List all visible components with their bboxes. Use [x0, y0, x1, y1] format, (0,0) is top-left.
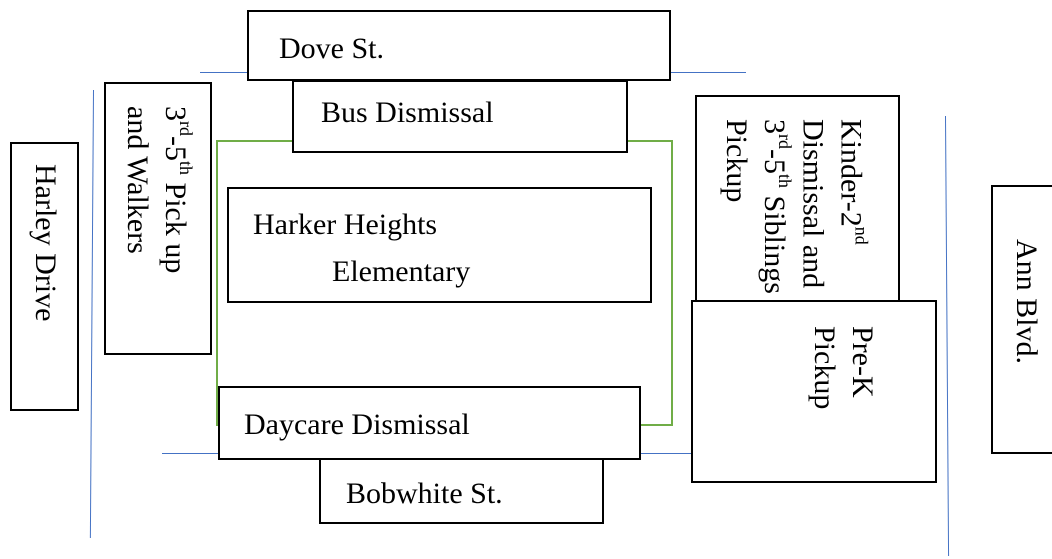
bobwhite-street-label: Bobwhite St. [346, 477, 503, 510]
dove-street-label: Dove St. [279, 32, 384, 65]
bus-dismissal-box: Bus Dismissal [292, 80, 628, 153]
ann-blvd-label-box: Ann Blvd. [991, 185, 1052, 454]
ann-blvd-line [945, 115, 950, 556]
school-name-line2: Elementary [332, 255, 471, 288]
harley-drive-label: Harley Drive [29, 164, 63, 322]
school-name-box: Harker Heights Elementary [227, 187, 652, 303]
harley-drive-label-box: Harley Drive [10, 142, 79, 411]
daycare-dismissal-box: Daycare Dismissal [218, 386, 641, 460]
school-name-line1: Harker Heights [253, 208, 438, 241]
dove-street-label-box: Dove St. [247, 10, 671, 81]
harley-drive-line [89, 90, 94, 538]
bus-dismissal-label: Bus Dismissal [321, 96, 494, 129]
bobwhite-street-label-box: Bobwhite St. [319, 458, 604, 524]
ann-blvd-label: Ann Blvd. [1010, 239, 1044, 365]
daycare-dismissal-label: Daycare Dismissal [244, 408, 470, 441]
